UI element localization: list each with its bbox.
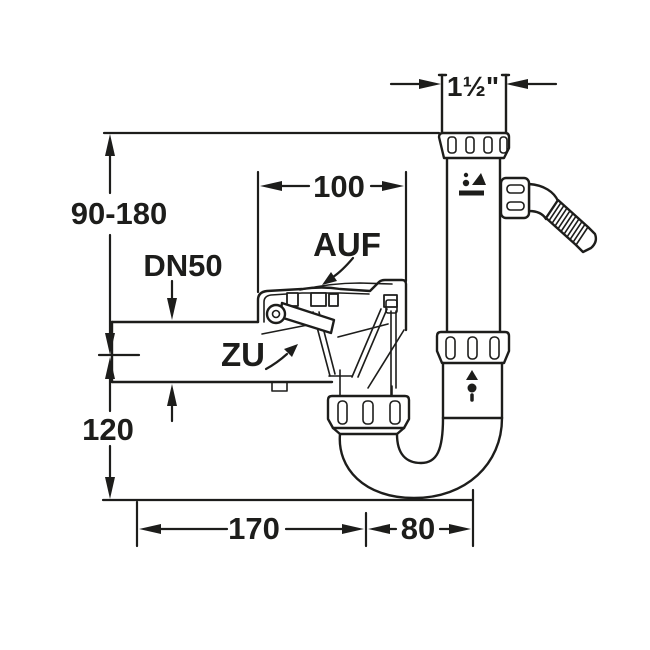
u-bend: [331, 416, 504, 500]
flow-direction-icon: [466, 370, 478, 402]
dim-label-height-range: 90-180: [71, 196, 168, 231]
trap-right-arm: [441, 361, 504, 420]
dim-label-base-left: 170: [228, 511, 280, 546]
dim-label-base-right: 80: [401, 511, 435, 546]
dim-label-lower-height: 120: [82, 412, 134, 447]
dim-label-dn50: DN50: [143, 248, 222, 283]
dimension-dn50: DN50: [143, 248, 223, 423]
union-nut-top: [437, 131, 511, 160]
valve-open-label: AUF: [313, 226, 381, 263]
dimension-inlet-size: 1½": [389, 71, 558, 102]
corrugated-hose-icon: [544, 198, 598, 254]
dimension-top-width: 100: [256, 169, 408, 294]
siphon-body: [110, 73, 598, 500]
dimension-base-right: 80: [368, 488, 475, 548]
valve-closed-label: ZU: [221, 336, 265, 373]
inlet-pipe-top: [437, 73, 511, 135]
dim-label-top-width: 100: [313, 169, 365, 204]
dimension-height-range: 90-180: [71, 134, 168, 357]
dimension-lower-height: 120: [82, 357, 134, 499]
trap-inlet-nut: [326, 394, 411, 430]
union-nut-lower: [435, 330, 511, 365]
valve-mechanism: [256, 278, 408, 397]
pipe-notch: [271, 381, 288, 392]
dimension-base-left: 170: [135, 500, 368, 548]
dim-label-inlet-size: 1½": [447, 71, 499, 102]
hose-connection: [499, 176, 598, 254]
hose-nut: [499, 176, 531, 220]
lever-pivot: [265, 303, 287, 325]
tap-symbol-icon: [459, 172, 486, 196]
dimensions: 1½" 90-180 DN50 100: [71, 71, 558, 548]
valve-closed-arrow: [264, 344, 298, 371]
valve-open-arrow: [322, 256, 355, 285]
